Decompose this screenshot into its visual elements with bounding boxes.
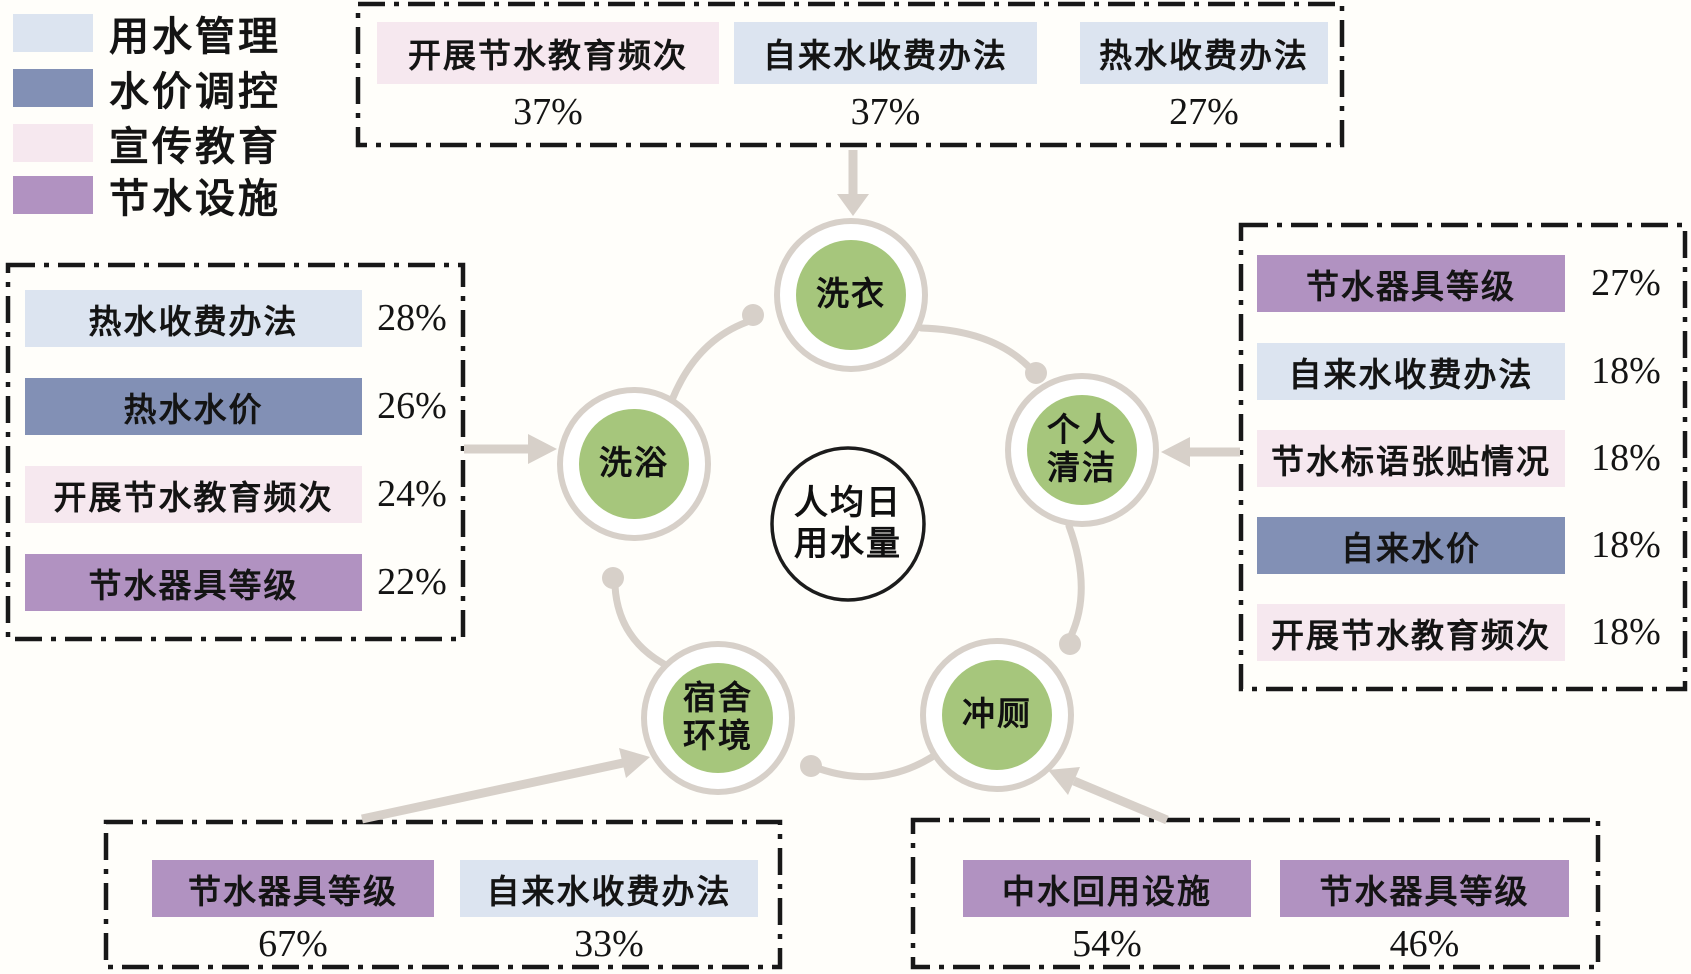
factor-percent: 33% — [574, 923, 644, 965]
node-label-laundry: 洗衣 — [816, 277, 886, 313]
laundry-disc — [796, 240, 906, 350]
factor-percent: 27% — [1169, 91, 1239, 133]
factor-bar: 自来水价 — [1257, 517, 1565, 574]
factor-bar: 开展节水教育频次 — [25, 466, 362, 523]
connector-arcs — [611, 318, 1085, 781]
connector-dots — [602, 304, 1081, 777]
factor-bar: 节水器具等级 — [25, 554, 362, 611]
legend-label: 节水设施 — [109, 176, 281, 221]
arrow-bottom-left-head — [619, 748, 650, 778]
factor-bar: 开展节水教育频次 — [1257, 604, 1565, 661]
factor-bar: 节水器具等级 — [152, 860, 434, 917]
right-box-frame — [1238, 222, 1688, 692]
factor-bar: 自来水收费办法 — [734, 22, 1037, 84]
factor-bar: 自来水收费办法 — [460, 860, 758, 917]
node-label-toilet-flushing: 冲厕 — [962, 697, 1032, 733]
toilet-flushing-disc — [942, 660, 1052, 770]
bottom-left-box-frame — [103, 819, 783, 970]
arrow-bottom-right-shaft — [1072, 776, 1169, 825]
box-arrows — [361, 150, 1240, 825]
node-personal-cleaning-circle — [1005, 373, 1159, 527]
legend-label: 用水管理 — [109, 14, 281, 59]
factor-bar: 节水器具等级 — [1280, 860, 1569, 917]
arrow-top-head — [837, 194, 869, 216]
factor-percent: 54% — [1072, 923, 1142, 965]
factor-bar: 热水水价 — [25, 378, 362, 435]
bathing-disc — [579, 409, 689, 519]
node-bathing-circle — [557, 387, 711, 541]
dot-near-toilet — [1059, 633, 1081, 655]
factor-percent: 67% — [258, 923, 328, 965]
factor-percent: 37% — [850, 91, 921, 133]
center-node-circle — [770, 446, 926, 602]
node-label-line: 环境 — [683, 719, 753, 755]
legend-label: 水价调控 — [109, 69, 281, 114]
arrow-bottom-left-shaft — [361, 758, 624, 824]
factor-percent: 18% — [1591, 611, 1661, 653]
bottom-right-box-frame — [910, 817, 1601, 970]
node-label-dorm-environment: 宿舍 环境 — [683, 680, 753, 756]
factor-bar: 自来水收费办法 — [1257, 343, 1565, 400]
node-laundry-circle — [774, 218, 928, 372]
arrow-right-head — [1161, 437, 1190, 467]
left-box-frame — [5, 262, 466, 642]
factor-percent: 24% — [377, 473, 447, 515]
arrow-heads — [528, 194, 1190, 795]
node-label-line: 宿舍 — [683, 681, 753, 717]
arc-bathing-dorm — [611, 582, 668, 668]
arc-laundry-cleaning — [917, 324, 1034, 372]
arrow-bottom-right-head — [1048, 767, 1080, 795]
arc-cleaning-toilet — [1065, 522, 1085, 642]
node-dorm-environment-circle — [641, 641, 795, 795]
factor-percent: 37% — [513, 91, 583, 133]
factor-percent: 18% — [1591, 350, 1661, 392]
factor-percent: 27% — [1591, 262, 1661, 304]
factor-percent: 46% — [1389, 923, 1460, 965]
factor-bar: 节水器具等级 — [1257, 255, 1565, 312]
legend-item-water-use-management: 用水管理 — [13, 4, 281, 62]
arc-bathing-laundry — [668, 318, 751, 404]
factor-percent: 22% — [377, 561, 447, 603]
legend-item-water-price-regulation: 水价调控 — [13, 59, 281, 117]
factor-bar: 开展节水教育频次 — [377, 22, 719, 84]
dorm-environment-disc — [663, 663, 773, 773]
center-node-label: 人均日 用水量 — [794, 483, 902, 565]
node-toilet-flushing-circle — [920, 638, 1074, 792]
dot-near-cleaning — [1025, 362, 1047, 384]
factor-bar: 中水回用设施 — [963, 860, 1251, 917]
node-label-personal-cleaning: 个人 清洁 — [1047, 412, 1117, 488]
node-label-line: 个人 — [1047, 413, 1117, 449]
node-label-line: 清洁 — [1047, 451, 1117, 487]
factor-bar: 节水标语张贴情况 — [1257, 430, 1565, 487]
factor-bar: 热水收费办法 — [1080, 22, 1328, 84]
legend-swatch-publicity-education — [13, 124, 93, 162]
dot-near-bathing — [602, 567, 624, 589]
factor-percent: 18% — [1591, 437, 1661, 479]
legend-item-water-saving-facilities: 节水设施 — [13, 166, 281, 224]
activity-nodes — [557, 218, 1159, 795]
arrow-left-head — [528, 434, 557, 464]
legend-item-publicity-education: 宣传教育 — [13, 114, 281, 172]
arrow-shafts — [361, 150, 1240, 825]
legend-swatch-water-saving-facilities — [13, 176, 93, 214]
factor-bar: 热水收费办法 — [25, 290, 362, 347]
personal-cleaning-disc — [1027, 395, 1137, 505]
dot-near-laundry — [742, 304, 764, 326]
legend-label: 宣传教育 — [109, 124, 281, 169]
dashed-frames — [5, 1, 1688, 970]
top-box-frame — [355, 1, 1345, 148]
center-label-line: 用水量 — [794, 526, 902, 563]
factor-percent: 18% — [1591, 524, 1661, 566]
dot-near-dorm — [800, 755, 822, 777]
factor-percent: 28% — [377, 297, 447, 339]
factor-percent: 26% — [377, 385, 447, 427]
legend-swatch-water-use-management — [13, 14, 93, 52]
legend-swatch-water-price-regulation — [13, 69, 93, 107]
arc-dorm-toilet — [816, 753, 936, 781]
center-label-line: 人均日 — [794, 485, 902, 522]
node-label-bathing: 洗浴 — [599, 446, 669, 482]
